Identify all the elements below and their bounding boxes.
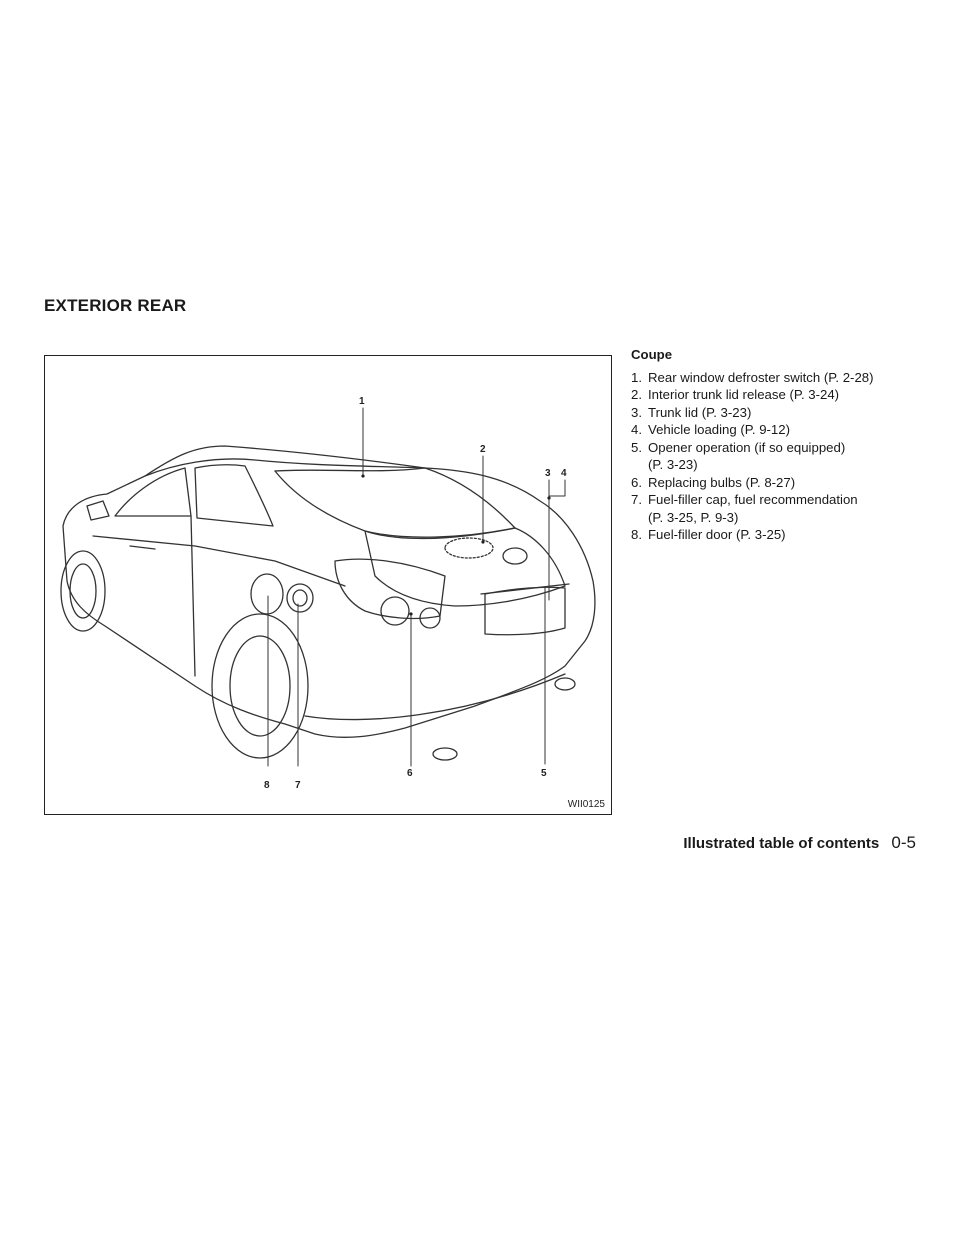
fuel-cap-inner [292,589,308,607]
legend-item-number: 3. [631,404,642,420]
car-rear-illustration: 1 2 3 4 5 6 7 8 WII0125 [44,355,612,815]
rear-window [274,467,516,529]
exhaust-right [554,677,576,691]
legend-item-number: 4. [631,422,642,437]
callout-3: 3 [545,468,551,479]
legend-item: 1. Rear window defroster switch (P. 2-28… [631,369,931,387]
callout-7: 7 [295,780,301,791]
fuel-cap [286,583,314,613]
front-rim [69,563,97,619]
section-title: EXTERIOR REAR [44,296,187,315]
fuel-filler-door [250,573,284,615]
trunk-opener-bar [480,583,570,595]
legend-item-number: 8. [631,527,642,542]
legend-item-text: Rear window defroster switch (P. 2-28) [648,369,874,385]
legend-item-text: Fuel-filler cap, fuel recommendation [648,492,858,507]
door-split [190,515,196,677]
plate-recess [484,586,566,636]
legend-item-text: Fuel-filler door (P. 3-25) [648,527,786,542]
callout-6: 6 [407,768,413,779]
emblem [502,547,528,565]
bumper-lower [304,673,566,721]
legend-item-text-cont: (P. 3-23) [648,457,698,472]
callout-4: 4 [561,468,567,479]
page-footer: Illustrated table of contents 0-5 [683,833,916,853]
legend-item-text: Interior trunk lid release (P. 3-24) [648,387,840,402]
legend-item: 5. Opener operation (if so equipped) (P.… [631,439,931,474]
door-handle [129,545,156,550]
legend-item: 8. Fuel-filler door (P. 3-25) [631,526,931,544]
legend-item: 4. Vehicle loading (P. 9-12) [631,421,931,439]
figure-id: WII0125 [567,799,605,810]
rear-wheel [211,613,309,759]
body-outline [62,458,596,738]
bulb-inner [419,607,441,629]
legend-item-number: 2. [631,387,642,402]
rear-rim [229,635,291,737]
trunk-lid [364,527,566,607]
side-mirror [86,500,110,521]
tail-light [334,558,446,620]
legend-item: 3. Trunk lid (P. 3-23) [631,404,931,422]
legend-item-text-cont: (P. 3-25, P. 9-3) [648,509,739,525]
callout-8: 8 [264,780,270,791]
callout-2: 2 [480,444,486,455]
beltline [92,535,346,587]
car-drawing: 1 2 3 4 5 6 7 8 [60,396,596,791]
legend-heading: Coupe [631,347,673,362]
footer-label: Illustrated table of contents [683,835,880,852]
legend-item-number: 1. [631,369,642,385]
callout-5: 5 [541,768,547,779]
rear-side-window [194,464,274,527]
legend-item-text: Opener operation (if so equipped) [648,439,846,455]
legend-item: 6. Replacing bulbs (P. 8-27) [631,474,931,492]
roof-line [144,445,426,477]
rear-window-lower [274,470,516,538]
legend-item-number: 5. [631,439,642,455]
legend-item-text: Vehicle loading (P. 9-12) [648,422,790,437]
front-window [114,467,192,517]
legend: Coupe 1. Rear window defroster switch (P… [631,346,931,544]
bulb-outer [380,596,410,626]
legend-item-text: Trunk lid (P. 3-23) [648,404,752,420]
page-number: 0-5 [891,833,916,852]
legend-item-text: Replacing bulbs (P. 8-27) [648,474,796,490]
callout-1: 1 [359,396,365,407]
front-wheel [60,550,106,632]
legend-item-number: 7. [631,492,642,507]
legend-item: 7. Fuel-filler cap, fuel recommendation … [631,491,931,526]
legend-item: 2. Interior trunk lid release (P. 3-24) [631,386,931,404]
trunk-release [444,537,494,559]
legend-item-number: 6. [631,474,642,490]
exhaust-left [432,747,458,761]
